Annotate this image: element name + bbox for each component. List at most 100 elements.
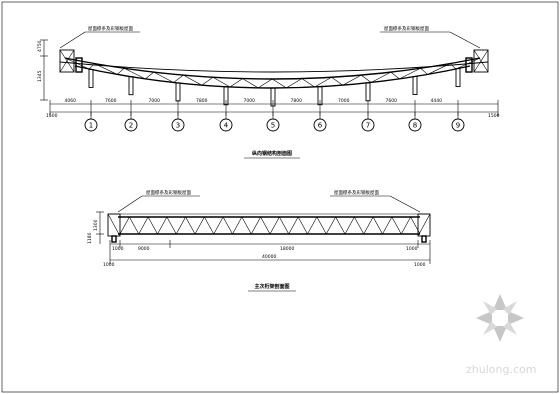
left-end-frame [59,49,83,73]
web-member [361,74,372,83]
axis-bubble [408,118,422,132]
dim-label: 1000 [112,246,124,252]
column [128,76,134,96]
column [365,82,371,102]
dim-label: 1000 [414,262,426,268]
dim-label: 18000 [280,246,294,252]
span-dim-label: 7800 [291,98,303,104]
dim-label: 1000 [406,246,418,252]
column [175,82,181,102]
web-member [94,63,118,75]
column [88,68,94,88]
axis-label: 9 [456,122,460,130]
height-label: 1345 [37,70,43,82]
axis-label: 3 [176,122,180,130]
roof-note-left: 屋面檩条及彩钢板屋面 [88,25,133,32]
overall-dim-left: 1500 [46,113,58,119]
truss-webs [119,216,421,235]
column [412,76,418,95]
web-member [185,216,196,235]
web-member [257,78,273,89]
web-member [301,78,315,88]
roof-note-right: 屋面檩条及彩钢板屋面 [384,25,429,32]
axis-label: 4 [224,122,229,130]
web-member [166,216,177,235]
axis-bubble [171,118,185,132]
span-dim-label: 7800 [196,98,208,104]
span-dim-label: 7000 [244,98,256,104]
support-columns [88,68,461,107]
span-dim-label: 7600 [386,98,398,104]
web-member [201,77,214,86]
web-member [204,216,215,235]
web-member [279,216,290,235]
axis-bubble [451,118,465,132]
axis-bubble [313,118,327,132]
roof-line [59,61,489,73]
web-member [260,216,271,235]
section-caption: 主次桁架剖面图 [254,283,289,290]
web-member [410,216,421,235]
dim-label: 9000 [138,246,150,252]
web-member [173,74,184,83]
web-member [288,216,299,235]
web-member [427,63,451,75]
web-member [194,216,205,235]
web-member [88,63,95,70]
axis-label: 1 [89,122,93,130]
web-member [232,216,243,235]
web-member [64,57,90,70]
right-support [417,213,431,243]
axis-label: 8 [413,122,417,130]
span-dim-label: 7000 [338,98,350,104]
web-member [316,216,327,235]
overall-dim-right: 1500 [488,113,500,119]
web-member [175,216,186,235]
web-member [331,77,343,86]
axis-label: 6 [318,122,323,130]
web-member [129,216,140,235]
web-member [382,216,393,235]
watermark-text: zhulong.com [466,363,536,376]
web-member [399,68,421,80]
web-member [344,216,355,235]
web-member [307,216,318,235]
web-member [138,216,149,235]
web-member [117,68,125,75]
total-dim-label: 40000 [262,254,276,260]
web-member [363,216,374,235]
web-member [297,216,308,235]
web-member [145,71,154,80]
height-label: 1180 [87,232,93,244]
web-member [212,77,231,88]
axis-bubble [219,118,233,132]
web-member [354,216,365,235]
roof-note-left: 屋面檩条及彩钢板屋面 [146,189,191,196]
span-dim-label: 7600 [105,98,117,104]
axis-label: 2 [129,122,133,130]
web-member [242,78,259,89]
web-member [450,63,457,70]
roof-note-right: 屋面檩条及彩钢板屋面 [334,189,379,196]
web-member [222,216,233,235]
web-member [157,216,168,235]
span-dim-label: 4440 [431,98,443,104]
top-chord [64,57,481,80]
axis-bubble [266,118,280,132]
axis-bubble [124,118,138,132]
watermark-logo-icon [476,294,524,342]
web-member [272,78,287,89]
height-label: 1300 [93,219,99,231]
web-member [455,57,481,70]
dim-label: 1000 [103,262,115,268]
web-member [119,216,130,235]
web-member [400,216,411,235]
web-member [370,71,392,83]
height-label: 4750 [37,40,43,52]
web-member [147,216,158,235]
